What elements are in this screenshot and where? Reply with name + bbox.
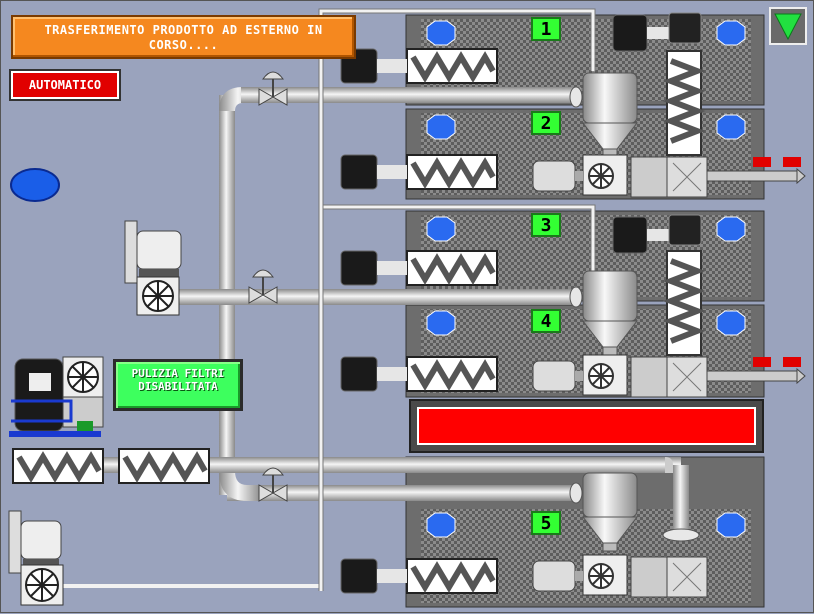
motor-icon[interactable]: [340, 14, 648, 594]
thin-pipe-3: [321, 205, 595, 271]
pipe-line-5: [227, 485, 577, 501]
status-led: [783, 157, 801, 167]
feeder-unit: [532, 154, 628, 196]
hopper-icon: [569, 270, 639, 356]
blue-valve-icon[interactable]: [426, 512, 456, 538]
blue-valve-icon[interactable]: [716, 114, 746, 140]
line-number-2: 2: [531, 111, 561, 135]
line-number-3: 3: [531, 213, 561, 237]
alarm-bar[interactable]: [409, 399, 764, 453]
blue-valve-icon[interactable]: [716, 310, 746, 336]
feeder-unit: [532, 554, 628, 596]
mode-badge[interactable]: AUTOMATICO: [9, 69, 121, 101]
pipe-line-3: [171, 289, 576, 305]
valve-icon[interactable]: [258, 467, 288, 502]
mode-label: AUTOMATICO: [28, 78, 102, 92]
output-chute: [630, 556, 708, 598]
blue-valve-icon[interactable]: [426, 310, 456, 336]
blue-valve-icon[interactable]: [716, 512, 746, 538]
blue-valve-icon[interactable]: [716, 20, 746, 46]
screw-conveyor-icon: [662, 250, 706, 356]
screw-conveyor-icon: [662, 50, 706, 156]
blue-valve-icon[interactable]: [426, 114, 456, 140]
valve-icon[interactable]: [258, 71, 288, 106]
feeder-unit: [532, 354, 628, 396]
filter-cleaning-panel[interactable]: PULIZIA FILTRI DISABILITATA: [113, 359, 243, 411]
output-chute: [630, 156, 806, 198]
nav-down-icon: [774, 13, 802, 41]
blue-valve-icon[interactable]: [426, 20, 456, 46]
hopper-icon: [569, 72, 639, 158]
nav-down-button[interactable]: [769, 7, 807, 45]
line-number-1: 1: [531, 17, 561, 41]
blower-motor[interactable]: [8, 510, 64, 606]
status-message: TRASFERIMENTO PRODOTTO AD ESTERNO IN COR…: [44, 23, 323, 52]
thin-pipe-1: [319, 9, 595, 591]
blue-valve-icon[interactable]: [426, 216, 456, 242]
status-led: [753, 357, 771, 367]
chiller-icon[interactable]: [9, 356, 104, 437]
alarm-indicator: [417, 407, 756, 445]
line-number-5: 5: [531, 511, 561, 535]
filter-cleaning-label: PULIZIA FILTRI DISABILITATA: [131, 367, 225, 393]
hopper-icon: [569, 472, 639, 552]
pipe-line-1: [241, 87, 581, 103]
blue-disc-indicator[interactable]: [10, 168, 60, 202]
status-led: [753, 157, 771, 167]
blue-valve-icon[interactable]: [716, 216, 746, 242]
line-number-4: 4: [531, 309, 561, 333]
pipe-bottom-cross: [101, 457, 681, 473]
status-led: [783, 357, 801, 367]
output-chute: [630, 356, 806, 398]
blower-motor[interactable]: [124, 220, 182, 316]
status-banner: TRASFERIMENTO PRODOTTO AD ESTERNO IN COR…: [11, 15, 356, 59]
valve-icon[interactable]: [248, 269, 278, 304]
